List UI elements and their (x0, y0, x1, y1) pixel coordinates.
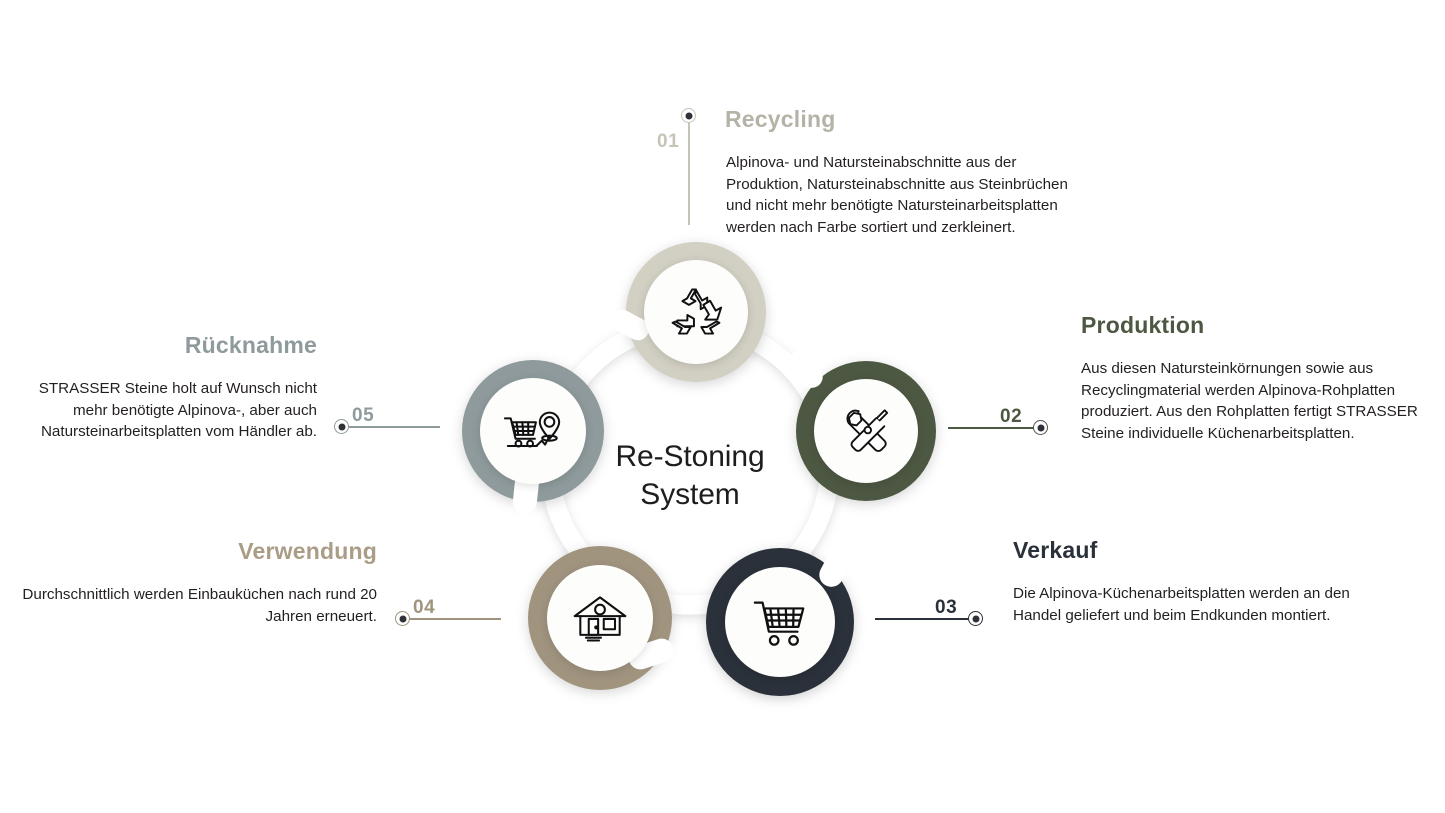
step-03-connector-line (875, 618, 973, 620)
recycle-icon (671, 288, 723, 335)
verwendung-icon-disc (547, 565, 653, 671)
tools-icon (846, 409, 889, 453)
step-01-connector-line (688, 122, 690, 225)
step-05-body: STRASSER Steine holt auf Wunsch nicht me… (38, 380, 317, 441)
ruecknahme-icon-disc (480, 378, 586, 484)
center-title: Re-Stoning System (555, 438, 825, 514)
step-04-marker-dot (395, 611, 410, 626)
step-03-heading: Verkauf (1013, 537, 1098, 563)
step-01-number: 01 (657, 131, 680, 152)
center-title-line-2: System (640, 478, 740, 512)
step-02-body: Aus diesen Natursteinkörnungen sowie aus… (1081, 360, 1418, 442)
step-03-marker-dot (968, 611, 983, 626)
step-03-number: 03 (935, 597, 958, 618)
step-02-heading: Produktion (1081, 312, 1205, 338)
cycle-node-verkauf[interactable] (706, 540, 857, 696)
step-03-body: Die Alpinova-Küchenarbeitsplatten werden… (1013, 585, 1350, 624)
step-05-number: 05 (352, 405, 375, 426)
step-02-connector-line (948, 427, 1040, 429)
step-04-body: Durchschnittlich werden Einbauküchen nac… (22, 586, 377, 625)
step-04-connector-line (409, 618, 501, 620)
verkauf-icon-disc (725, 567, 835, 677)
cycle-node-produktion[interactable] (787, 344, 936, 501)
house-icon (573, 596, 627, 642)
step-01-body: Alpinova- und Natursteinabschnitte aus d… (726, 154, 1068, 236)
cycle-node-verwendung[interactable] (528, 546, 677, 690)
step-01-heading: Recycling (725, 106, 836, 132)
step-01-marker-dot (681, 108, 696, 123)
recycling-icon-disc (644, 260, 748, 364)
step-02-marker-dot (1033, 420, 1048, 435)
step-05-marker-dot (334, 419, 349, 434)
cart-pickup-location-icon (503, 411, 561, 448)
step-02-number: 02 (1000, 406, 1023, 427)
step-05-heading: Rücknahme (184, 332, 317, 358)
center-title-line-1: Re-Stoning (615, 440, 765, 473)
step-04-number: 04 (413, 597, 436, 618)
step-04-heading: Verwendung (238, 538, 377, 564)
produktion-icon-disc (814, 379, 918, 483)
step-05-connector-line (348, 426, 440, 428)
cycle-node-ruecknahme[interactable] (462, 360, 604, 516)
cycle-node-recycling[interactable] (607, 242, 766, 382)
shopping-cart-icon (753, 601, 805, 646)
